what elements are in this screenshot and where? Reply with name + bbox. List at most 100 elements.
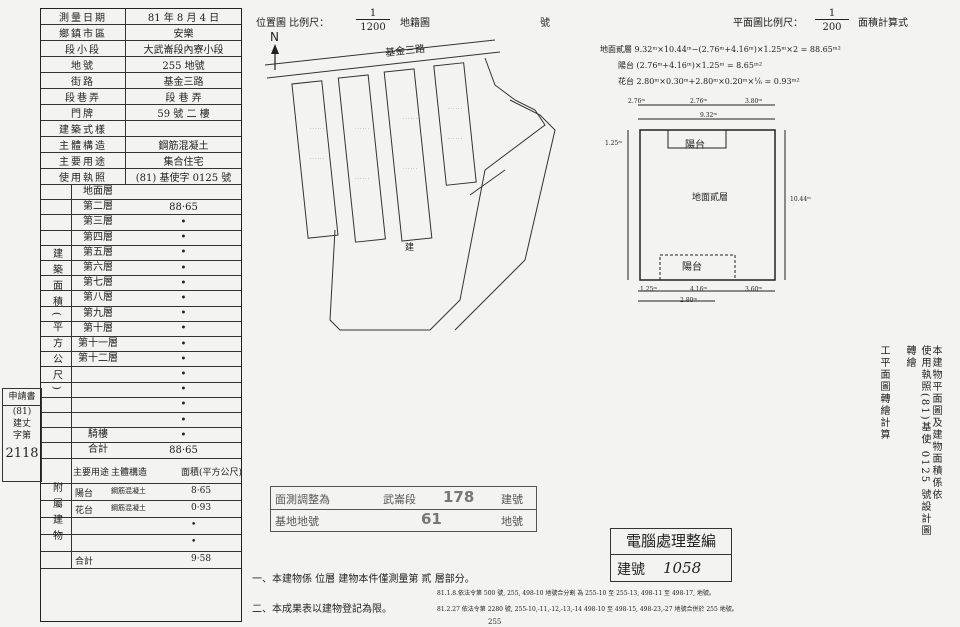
applicant-line1: (81) [12, 407, 32, 417]
applicant-line2: 建丈 [12, 419, 31, 429]
floor-area: • [180, 323, 187, 335]
location-map-type: 地籍圖 [400, 18, 430, 29]
attached-header-use: 主要用途 [73, 467, 110, 478]
dim-bottom4: 2.80ᵐ [680, 297, 698, 304]
floor-area: • [180, 384, 187, 396]
register-row-value: (81) 基使字 0125 號 [135, 173, 232, 184]
register-row-label: 主體構造 [41, 137, 126, 152]
floor-area: • [180, 308, 187, 320]
floor-label [71, 413, 125, 427]
floor-label: 第六層 [83, 262, 113, 273]
dim-top1: 2.76ᵐ [628, 98, 646, 105]
register-row-label: 主要用途 [41, 153, 126, 168]
location-no-label: 號 [540, 18, 550, 29]
floor-area [126, 185, 241, 199]
stamp2-label: 建號 [617, 562, 645, 578]
right-note-3: 工平面圖轉繪計算 [878, 345, 889, 441]
register-row: 段巷弄 段 巷 弄 [41, 89, 241, 105]
svg-text:· · · · · ·: · · · · · · [403, 166, 417, 171]
building-mark: 建 [405, 243, 415, 253]
register-row-label: 使用執照 [41, 169, 126, 184]
floor-row: 第十層 • [41, 322, 241, 337]
computer-stamp: 電腦處理整編 建號 1058 [610, 528, 732, 582]
bottom-note-3: 81.1.8.依法令第 500 號, 255, 498-10 地號合分割 為 2… [437, 590, 715, 597]
right-note-2: 使用執照(81)基使 0125 號設計圖轉繪 [904, 345, 930, 538]
floor-label [71, 398, 125, 412]
stamp1-row1-num: 178 [443, 488, 475, 506]
register-row-value: 59 號 二 樓 [157, 109, 210, 120]
register-row-label: 測量日期 [41, 9, 126, 24]
cadastral-map: · · · · · · · · · · · · · · · · · · · · · … [264, 39, 556, 331]
attached-header-structure: 主體構造 [111, 467, 148, 478]
plan-calc-label: 面積計算式 [858, 18, 908, 29]
attached-header: 主要用途主體構造面積(平方公尺) [41, 459, 242, 484]
stamp1-row1-mid: 武崙段 [383, 493, 416, 506]
register-row: 主體構造 鋼筋混凝土 [41, 137, 241, 153]
floor-area: 88·65 [169, 444, 198, 456]
bottom-note-2: 二、本成果表以建物登記為限。 [252, 604, 392, 615]
plan-scale-den: 200 [822, 22, 842, 33]
floor-row: 第六層• [41, 261, 241, 277]
floor-row: • [41, 367, 241, 383]
stamp1-row2-label: 基地地號 [275, 515, 319, 528]
register-row-label: 段巷弄 [41, 89, 126, 104]
dim-top2: 2.76ᵐ [690, 98, 708, 105]
register-row-label: 段小段 [41, 41, 126, 56]
attached-area: • [191, 536, 197, 547]
attached-use: 陽台 [75, 488, 94, 499]
stamp1-row1-suffix: 建號 [501, 493, 523, 506]
floor-label: 合計 [88, 444, 108, 456]
floor-label: 騎樓 [88, 429, 108, 441]
svg-text:· · · · · ·: · · · · · · [403, 116, 417, 121]
register-row-value [126, 121, 241, 136]
area-group-label: 建築面積(平方公尺) [41, 185, 72, 459]
register-row: 街路基金三路 [41, 73, 241, 89]
svg-text:· · · · · ·: · · · · · · [448, 136, 462, 141]
svg-text:· · · · · ·: · · · · · · [355, 176, 369, 181]
register-row: 使用執照 (81) 基使字 0125 號 [41, 169, 241, 185]
attached-group-label: 附屬建物 [41, 458, 72, 569]
register-row-label: 地號 [41, 57, 126, 72]
floor-row: 地面層 [41, 185, 241, 201]
register-row-value: 安樂 [173, 29, 194, 40]
plan-scale-label: 平面圖比例尺： [733, 18, 803, 29]
floor-row: 第四層• [41, 231, 241, 246]
register-row: 鄉鎮市區 安樂 [41, 25, 241, 41]
dim-bottom3: 3.60ᵐ [745, 286, 763, 293]
right-note-1: 本建物平面圖及建物面積係依 [930, 345, 941, 501]
room-balcony-top: 陽台 [685, 140, 705, 151]
floor-area: • [180, 292, 187, 304]
applicant-line3: 字第 [12, 431, 31, 441]
register-row-label: 門牌 [41, 105, 126, 120]
floor-row: 第五層• [41, 246, 241, 261]
register-row-label: 鄉鎮市區 [41, 25, 126, 40]
floor-label: 第五層 [83, 246, 113, 258]
floor-label: 第十二層 [78, 353, 118, 365]
applicant-number: 2118 [5, 446, 39, 461]
plan-scale-num: 1 [815, 8, 849, 20]
renumber-stamp: 面測調整為 武崙段 178 建號 基地地號 61 地號 [270, 486, 537, 532]
stamp2-title: 電腦處理整編 [611, 529, 731, 555]
dim-bottom2: 4.16ᵐ [690, 286, 708, 293]
formula-balcony: 陽台 (2.76ᵐ+4.16ᵐ)×1.25ᵐ = 8.65ᵐ² [618, 61, 763, 70]
formula-planter: 花台 2.80ᵐ×0.30ᵐ+2.80ᵐ×0.20ᵐ×⅙ = 0.93ᵐ² [618, 77, 800, 86]
north-label: N [270, 30, 279, 44]
register-row-value: 鋼筋混凝土 [158, 141, 209, 152]
floor-area: • [180, 368, 187, 380]
attached-area: 9·58 [191, 553, 212, 564]
floor-row: 騎樓• [41, 428, 241, 444]
register-row-value: 段 巷 弄 [165, 93, 202, 104]
stamp1-row1-label: 面測調整為 [275, 493, 330, 506]
floor-label [71, 367, 125, 381]
floor-row: 第九層• [41, 307, 241, 322]
svg-text:· · · · · ·: · · · · · · [448, 106, 462, 111]
register-row: 門牌 59 號 二 樓 [41, 105, 241, 121]
floor-label: 第七層 [83, 277, 113, 289]
floor-label: 第三層 [83, 216, 113, 228]
floor-label: 第十層 [83, 322, 113, 334]
floor-area: • [180, 277, 187, 289]
attached-use: 合計 [75, 556, 94, 567]
